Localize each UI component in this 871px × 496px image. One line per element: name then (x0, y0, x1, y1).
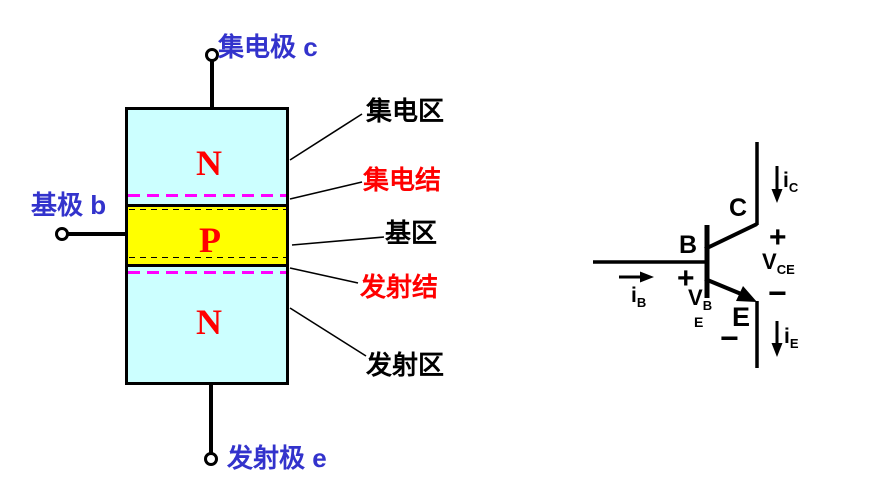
leader-collector-junction (289, 181, 363, 200)
symbol-collector-diagonal (704, 222, 758, 251)
base-region (128, 204, 286, 267)
ic-arrowhead (771, 189, 783, 203)
symbol-collector-node-label: C (729, 194, 748, 222)
collector-terminal-icon (205, 48, 219, 62)
vbe-minus-sign: − (720, 320, 739, 356)
collector-lead (210, 61, 214, 107)
leader-emitter-junction (289, 267, 359, 284)
emitter-terminal-label: 发射极 e (227, 443, 327, 473)
ib-current-symbol: i (631, 284, 637, 307)
ie-current-symbol: i (784, 325, 790, 348)
symbol-emitter-node-label: E (732, 302, 751, 332)
collector-terminal-label: 集电极 c (218, 32, 318, 62)
emitter-region-label: 发射区 (366, 350, 445, 380)
vbe-plus-sign: + (677, 262, 695, 295)
vbe-voltage-label: VB (688, 285, 713, 313)
vbe-voltage-symbol: V (688, 285, 703, 310)
ie-arrowhead (771, 343, 783, 357)
collector-region-label: 集电区 (366, 96, 445, 126)
vbe-subscript-b: B (702, 298, 713, 313)
ib-arrowhead (640, 271, 654, 283)
emitter-junction-dashed-line (128, 271, 286, 274)
ib-current-label: iB (631, 285, 646, 309)
emitter-region-letter: N (196, 302, 222, 342)
collector-region (128, 110, 286, 204)
base-bottom-thin-dashed-line (129, 257, 286, 258)
base-region-letter: P (199, 220, 221, 260)
leader-emitter-region (289, 307, 367, 357)
emitter-region (128, 267, 286, 382)
ib-current-subscript: B (636, 295, 647, 310)
ic-current-subscript: C (788, 180, 799, 195)
ie-current-subscript: E (789, 336, 799, 351)
ie-current-label: iE (784, 326, 799, 350)
collector-junction-dashed-line (128, 194, 286, 197)
leader-base-region (291, 236, 385, 246)
emitter-terminal-icon (204, 452, 218, 466)
npn-structure-box (125, 107, 289, 385)
vbe-subscript-e: E (694, 314, 704, 330)
base-lead (66, 232, 126, 236)
vce-voltage-symbol: V (762, 249, 777, 274)
collector-region-letter: N (196, 143, 222, 183)
ic-current-label: iC (783, 170, 798, 194)
base-terminal-icon (55, 227, 69, 241)
symbol-base-node-label: B (679, 231, 698, 259)
leader-collector-region (289, 113, 363, 161)
base-terminal-label: 基极 b (31, 190, 107, 220)
vce-minus-sign: − (768, 275, 787, 311)
base-region-label: 基区 (385, 218, 438, 248)
ic-current-symbol: i (783, 169, 789, 192)
base-top-thin-dashed-line (129, 209, 286, 210)
emitter-junction-label: 发射结 (360, 272, 439, 302)
collector-junction-label: 集电结 (363, 165, 442, 195)
vce-voltage-label: VCE (762, 249, 795, 277)
emitter-lead (209, 384, 213, 453)
vce-subscript: CE (776, 262, 795, 277)
symbol-emitter-arrowhead (736, 286, 757, 302)
vce-plus-sign: + (769, 221, 787, 254)
